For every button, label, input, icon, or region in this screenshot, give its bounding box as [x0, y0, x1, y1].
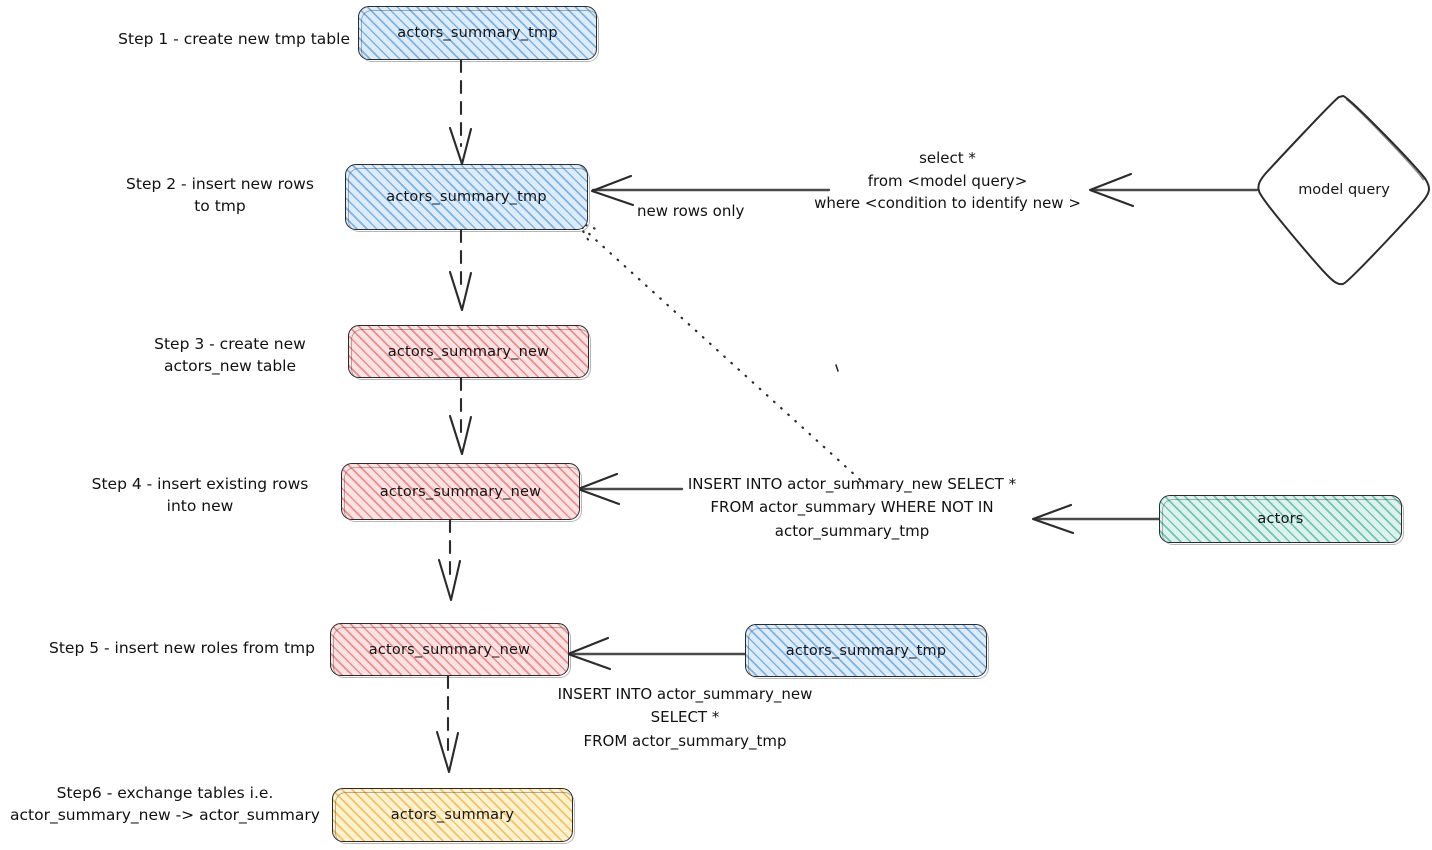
node-actors-summary-final[interactable]: actors_summary [332, 788, 575, 844]
edge-dotted-tmp2-to-insert [573, 219, 869, 488]
step-2-label: Step 2 - insert new rows to tmp [126, 175, 314, 215]
node-label: actors_summary_new [387, 343, 550, 360]
diamond-label: model query [1298, 182, 1390, 198]
step-1-label: Step 1 - create new tmp table [118, 30, 350, 48]
node-label: actors_summary [390, 807, 515, 823]
node-actors-summary-tmp-step2[interactable]: actors_summary_tmp [345, 164, 590, 232]
edge-label-new-rows-only: new rows only [637, 202, 745, 220]
edge-new5-to-final [435, 674, 460, 774]
node-label: actors [1257, 511, 1304, 527]
node-model-query[interactable]: model query [1256, 90, 1432, 290]
step-6-label: Step6 - exchange tables i.e. actor_summa… [10, 784, 320, 824]
edge-tmp5-to-new5 [566, 636, 747, 671]
node-actors-summary-new-step4[interactable]: actors_summary_new [341, 463, 582, 522]
edge-model-query-to-sql [1088, 172, 1259, 208]
step-3-label: Step 3 - create new actors_new table [154, 335, 306, 375]
edge-new4-to-new5 [437, 518, 462, 602]
node-label: actors_summary_new [379, 483, 542, 500]
edge-tmp1-to-tmp2 [448, 58, 473, 166]
edge-tmp2-to-new3 [448, 228, 473, 312]
edge-label-model-query-sql: select * from <model query> where <condi… [814, 149, 1081, 212]
edge-label-insert-new-roles-sql: INSERT INTO actor_summary_new SELECT * F… [557, 685, 813, 750]
node-label: actors_summary_new [368, 641, 531, 658]
edge-insert-existing-to-new4 [576, 472, 684, 506]
edge-actors-to-insert-existing [1031, 503, 1161, 535]
node-label: actors_summary_tmp [785, 642, 947, 659]
node-actors-summary-tmp-step5[interactable]: actors_summary_tmp [745, 624, 989, 679]
node-actors-summary-tmp-step1[interactable]: actors_summary_tmp [358, 6, 599, 62]
node-actors-summary-new-step3[interactable]: actors_summary_new [348, 325, 591, 380]
diamond-shape [1257, 94, 1430, 286]
stray-mark [835, 364, 839, 372]
node-label: actors_summary_tmp [397, 25, 558, 41]
step-4-label: Step 4 - insert existing rows into new [91, 475, 309, 515]
step-5-label: Step 5 - insert new roles from tmp [49, 639, 315, 657]
edge-new3-to-new4 [448, 376, 473, 456]
node-actors-source[interactable]: actors [1159, 495, 1404, 545]
node-label: actors_summary_tmp [386, 189, 547, 205]
node-actors-summary-new-step5[interactable]: actors_summary_new [330, 623, 571, 678]
edge-label-insert-existing-sql: INSERT INTO actor_summary_new SELECT * F… [687, 475, 1017, 540]
